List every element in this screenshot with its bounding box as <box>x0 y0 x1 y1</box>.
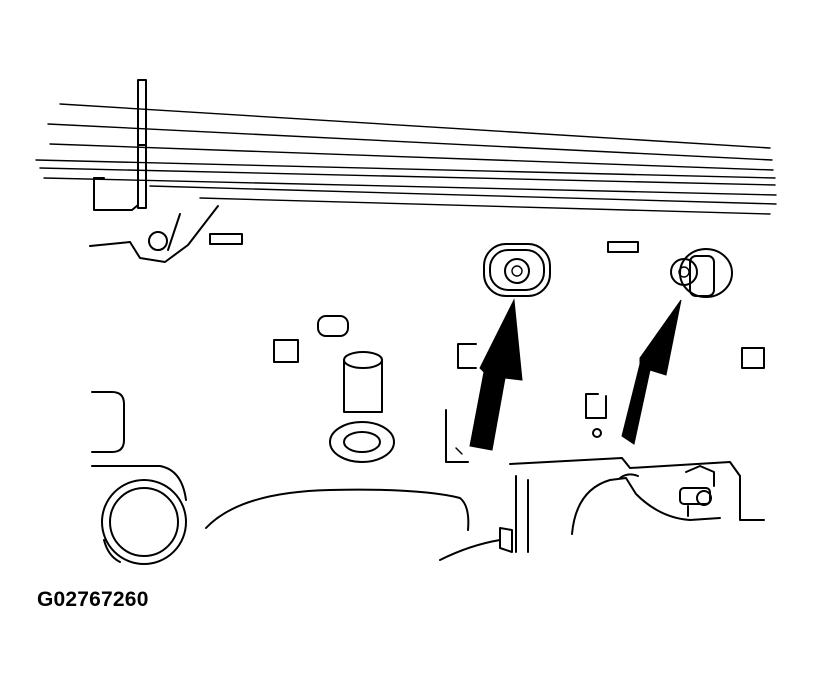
mounting-bracket <box>89 205 639 263</box>
left-fastener <box>483 243 551 297</box>
left-arrow-icon <box>469 298 523 451</box>
lower-right-assembly <box>509 457 765 553</box>
right-fastener <box>670 248 733 298</box>
lower-panel <box>205 488 513 561</box>
right-arrow-icon <box>621 299 682 445</box>
arrow-callouts <box>469 298 682 451</box>
spring-clamp <box>93 79 147 211</box>
spring-leaves <box>35 103 777 215</box>
bushing <box>101 479 187 565</box>
figure-label: G02767260 <box>37 588 149 611</box>
panel-features <box>273 315 765 463</box>
left-housing <box>91 391 187 501</box>
